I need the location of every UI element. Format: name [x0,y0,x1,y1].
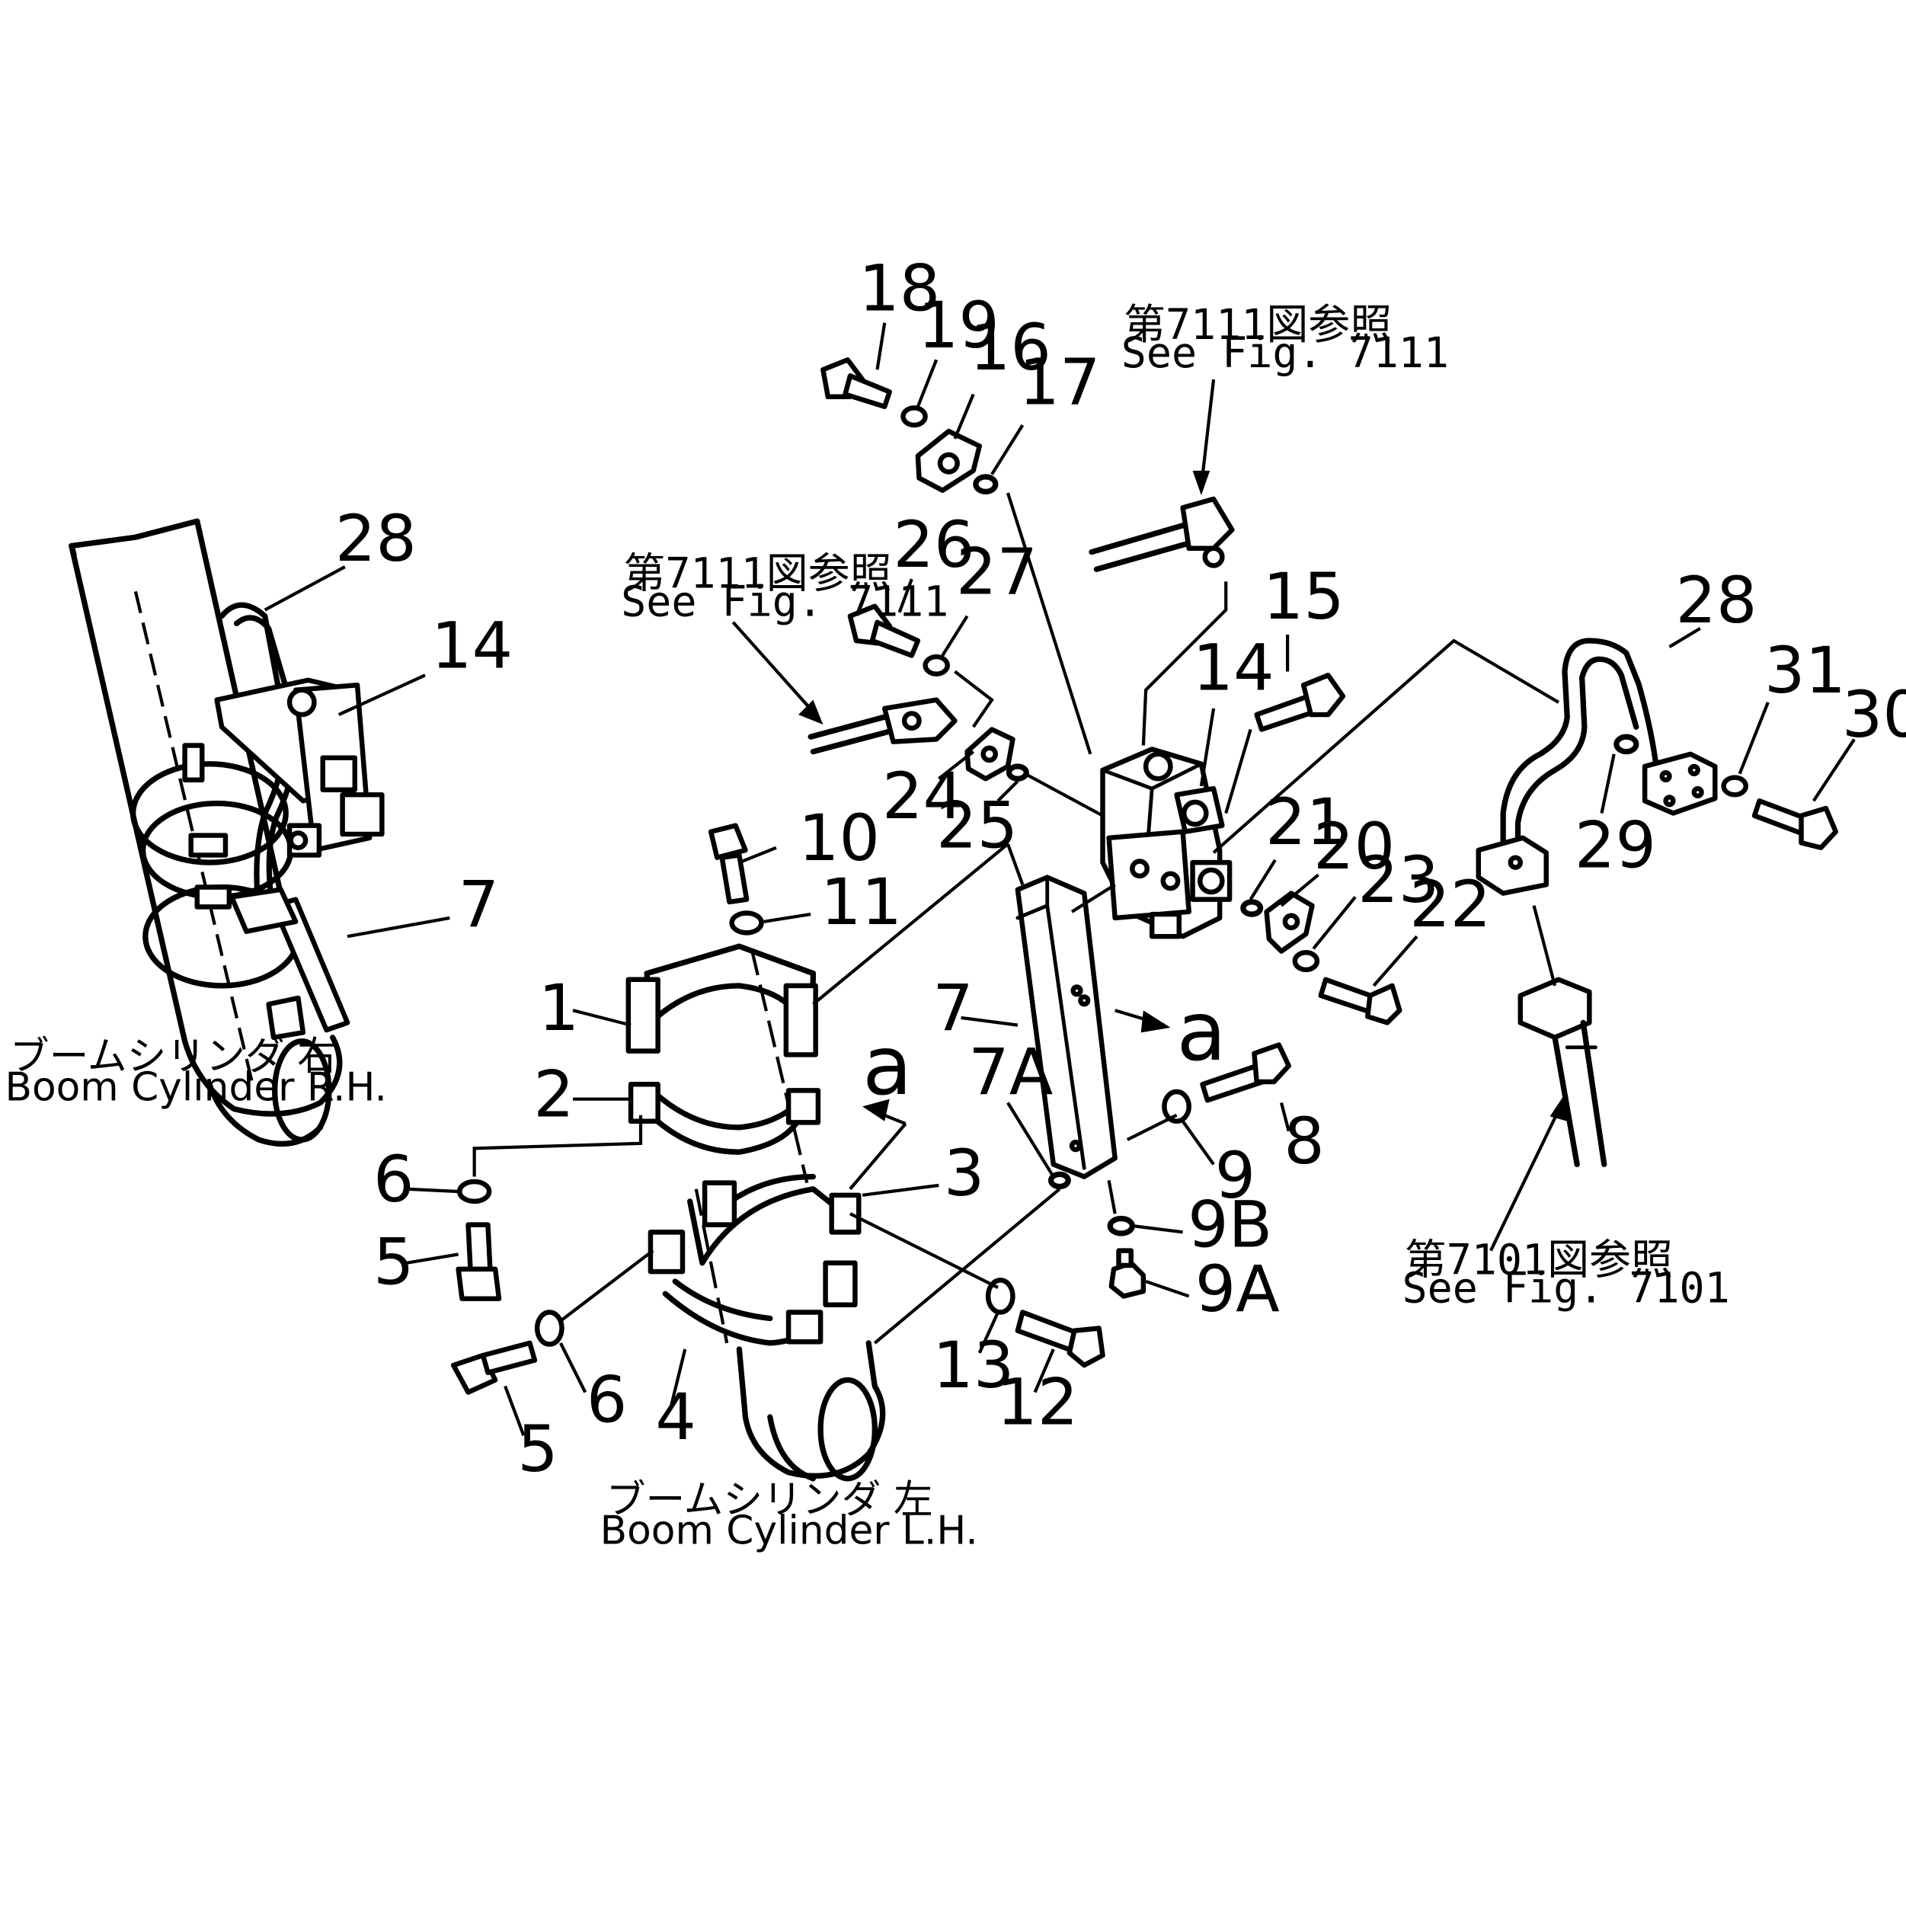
part-number-labels: 18 19 16 17 26 27 15 14 28 31 30 29 24 2… [335,251,1906,1487]
reference-notes: 第7111図参照 See Fig. 7111 第7111図参照 See Fig.… [621,300,1730,1313]
part-label: 9B [1188,1188,1272,1262]
part-label: 9 [1215,1138,1256,1213]
valve-14 [1100,747,1233,939]
view-marks: a a [862,985,1226,1114]
part-label: 5 [517,1412,558,1486]
part-label: 26 [894,507,975,582]
ref-top-jp: 第7111図参照 [1124,300,1392,349]
caption-rh-en: Boom Cylinder R.H. [5,1064,386,1110]
boom-cylinder-lh-assembly [625,943,886,1482]
part-label: 28 [1676,563,1757,638]
hose-fitting-7111-mid [807,697,958,755]
view-mark-a-left: a [862,1019,912,1114]
ref-mid-en: See Fig. 7111 [621,577,948,626]
part-label: 23 [1358,843,1439,917]
hose-fitting-7111-top [1089,496,1235,572]
part-label: 18 [859,251,940,326]
bracket-7 [1015,875,1118,1179]
part-label: 2 [533,1057,574,1131]
caption-rh-jp: ブームシリンダ 右 [10,1034,337,1080]
part-label: 4 [655,1380,696,1454]
part-label: 22 [1409,867,1491,942]
part-label: 17 [1019,345,1101,420]
part-label: 20 [1313,809,1395,884]
part-label: 14 [1193,631,1274,705]
caption-lh-jp: ブームシリンダ 左 [606,1477,933,1523]
leader-lines [264,322,1856,1436]
part-label: 24 [882,759,964,833]
part-label: 25 [936,788,1018,863]
part-label: 7 [932,971,974,1045]
hardware [450,357,1839,1395]
part-label: 8 [1284,1104,1325,1179]
view-mark-a-right: a [1177,985,1226,1080]
part-label: 5 [373,1224,414,1299]
boom-cylinder-rh-assembly [69,518,385,1147]
part-label: 14 [431,609,513,683]
part-label: 29 [1575,808,1656,883]
hose-fitting-7101 [1517,977,1607,1168]
part-label: 21 [1265,785,1347,859]
ref-mid-jp: 第7111図参照 [623,549,891,597]
ref-top-en: See Fig. 7111 [1121,328,1449,377]
ref-right-jp: 第7101図参照 [1405,1235,1673,1284]
part-label: 12 [996,1365,1078,1440]
part-label: 9A [1195,1252,1280,1326]
cylinder-captions: ブームシリンダ 右 Boom Cylinder R.H. ブームシリンダ 左 B… [5,1034,977,1554]
part-label: 28 [335,501,417,576]
part-label: 15 [1263,559,1345,634]
part-label: 19 [918,288,999,363]
part-label: 7A [968,1035,1053,1109]
part-label: 10 [798,801,880,875]
part-label: 30 [1842,677,1906,752]
part-label: 6 [587,1362,628,1437]
part-label: 31 [1764,633,1846,708]
pipe-28 [1476,638,1718,896]
part-label: 1 [539,971,580,1045]
part-label: 7 [459,867,500,942]
part-label: 6 [373,1142,414,1217]
part-label: 13 [932,1328,1014,1403]
part-label: 27 [956,535,1038,609]
part-label: 11 [820,865,902,939]
ref-right-en: See Fig. 7101 [1402,1264,1730,1313]
part-label: 16 [970,310,1051,385]
part-label: 3 [944,1136,985,1211]
caption-lh-en: Boom Cylinder L.H. [600,1508,978,1554]
